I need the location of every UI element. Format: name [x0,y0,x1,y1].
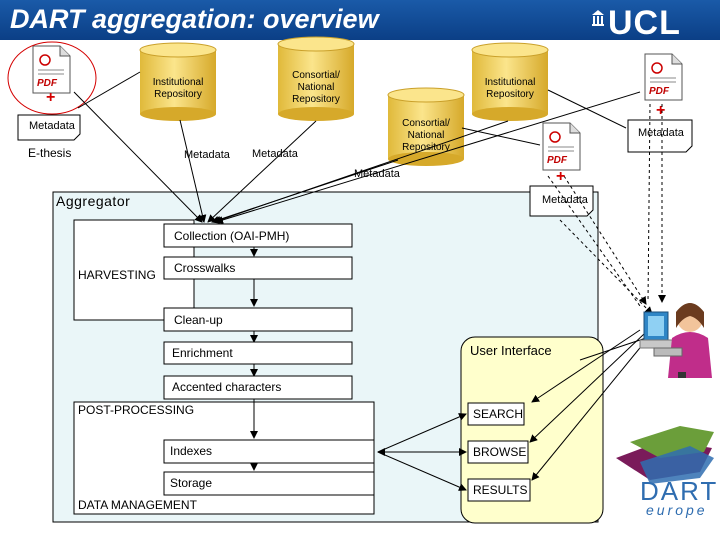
metadata-label-center-a: Metadata [184,149,230,161]
user-person-icon [639,303,712,378]
cleanup-box [163,307,353,332]
ucl-logo: UCL [608,4,681,42]
metadata-label-left: Metadata [29,120,75,132]
cylinder-left [139,42,217,121]
postprocessing-label: POST-PROCESSING [78,403,195,417]
metadata-label-center-c: Metadata [354,168,400,180]
title-bar [0,0,720,40]
slide-title: DART aggregation: overview [10,4,379,34]
results-button [467,478,531,502]
storage-label: Storage [170,476,213,490]
search-label[interactable]: SEARCH [473,407,524,421]
pdf-icon-right [644,53,683,101]
aggregator-label: Aggregator [56,193,131,209]
results-label[interactable]: RESULTS [473,483,528,497]
metadata-note-left [17,114,81,141]
cylinder-right [471,42,549,121]
indexes-box [163,439,375,464]
collection-label: Collection (OAI-PMH) [174,229,290,243]
datamanagement-label: DATA MANAGEMENT [78,498,197,512]
metadata-note-center-a [180,145,232,163]
pdf-label-left: PDF [37,78,57,89]
harvesting-label: HARVESTING [78,268,156,282]
label-institutional-repository-left: Institutional Repository [152,77,204,100]
plus-left: + [46,89,56,106]
ucl-portico-icon [592,10,604,26]
metadata-label-center-b: Metadata [252,148,298,160]
cleanup-label: Clean-up [174,313,223,327]
accented-box [163,375,353,400]
dart-europe-logo [616,426,714,484]
crosswalks-label: Crosswalks [174,261,236,275]
metadata-label-right: Metadata [638,127,684,139]
metadata-label-aggregator: Metadata [542,194,588,206]
enrichment-label: Enrichment [172,346,233,360]
pdf-label-right: PDF [649,86,669,97]
storage-box [163,471,375,496]
accented-label: Accented characters [172,380,282,394]
pdf-label-mid: PDF [547,155,567,166]
metadata-note-right [627,119,693,153]
ethesis-label: E-thesis [28,146,72,160]
crosswalks-box [163,256,353,280]
indexes-label: Indexes [170,444,213,458]
ethesis-oval [7,41,97,115]
label-consortial-repository-mid: Consortial/ National Repository [402,118,450,153]
label-institutional-repository-right: Institutional Repository [484,77,536,100]
browse-label[interactable]: BROWSE [473,445,527,459]
user-interface-label: User Interface [470,343,552,358]
plus-mid: + [556,168,566,185]
browse-button [467,440,529,464]
search-button [467,402,525,426]
pdf-icon-mid [542,122,581,171]
dart-logo-word: DART [640,476,719,506]
europe-logo-word: europe [646,502,708,518]
plus-right: + [656,102,666,119]
metadata-note-agg [529,185,594,217]
pdf-icon-left [32,45,71,94]
collection-box [163,223,353,248]
cylinder-top-center [277,36,355,121]
enrichment-box [163,341,353,365]
label-consortial-repository-top: Consortial/ National Repository [292,70,340,105]
user-interface-box [460,336,604,524]
